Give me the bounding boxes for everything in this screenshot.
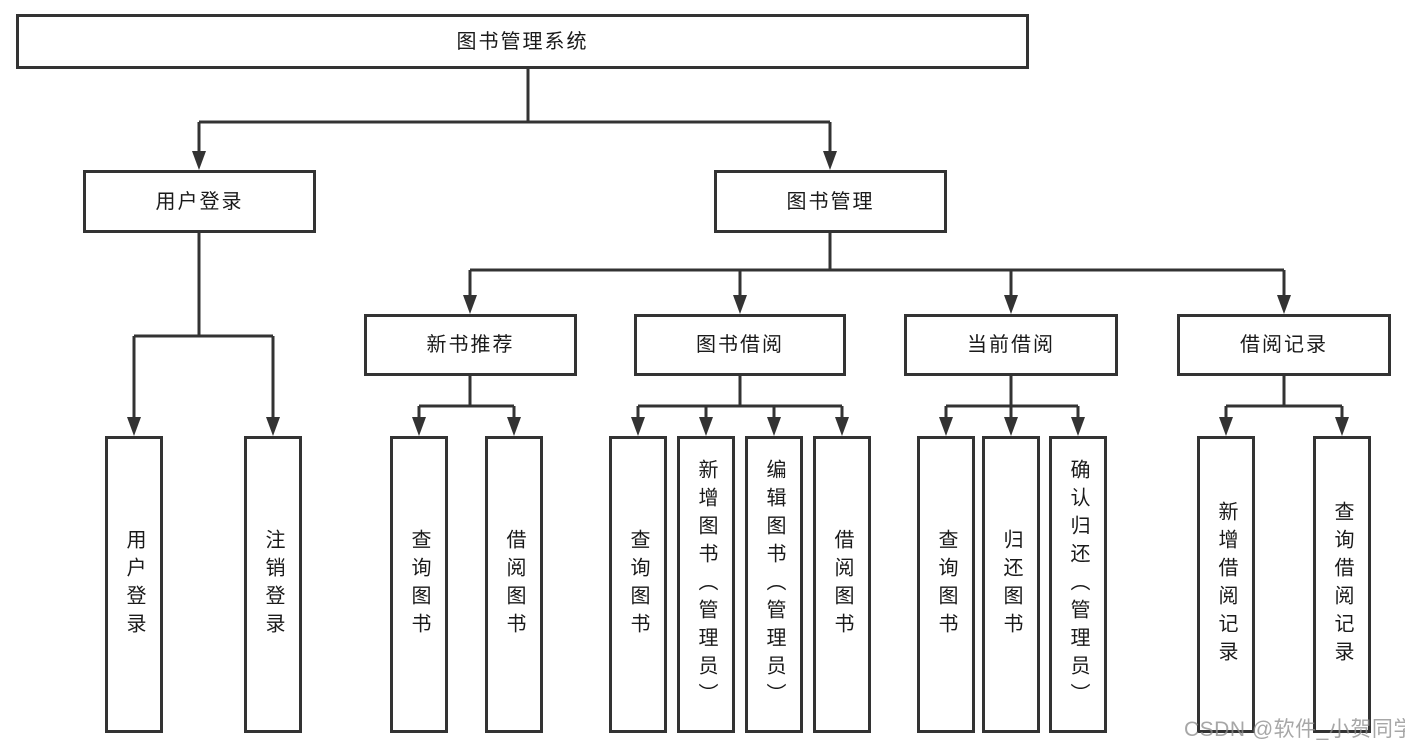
leaf-edit-books-admin: 编辑图书（管理员）	[745, 436, 803, 733]
node-current-borrow: 当前借阅	[904, 314, 1118, 376]
node-borrow-records: 借阅记录	[1177, 314, 1391, 376]
leaf-confirm-return-admin: 确认归还（管理员）	[1049, 436, 1107, 733]
node-label: 编辑图书（管理员）	[763, 458, 785, 711]
node-label: 确认归还（管理员）	[1067, 458, 1089, 711]
leaf-add-books-admin: 新增图书（管理员）	[677, 436, 735, 733]
leaf-query-borrow-record: 查询借阅记录	[1313, 436, 1371, 733]
node-label: 图书借阅	[696, 334, 784, 356]
node-label: 图书管理系统	[456, 30, 589, 53]
node-label: 图书管理	[786, 190, 875, 213]
node-new-book-recommend: 新书推荐	[364, 314, 577, 376]
node-label: 当前借阅	[967, 334, 1055, 356]
leaf-query-books-current: 查询图书	[917, 436, 975, 733]
node-label: 新增借阅记录	[1215, 500, 1237, 669]
leaf-query-books-borrow: 查询图书	[609, 436, 667, 733]
node-label: 新书推荐	[426, 334, 515, 356]
leaf-query-books-recommend: 查询图书	[390, 436, 448, 733]
node-label: 查询图书	[408, 528, 430, 641]
node-book-management: 图书管理	[714, 170, 947, 233]
node-label: 用户登录	[155, 190, 244, 213]
leaf-return-books: 归还图书	[982, 436, 1040, 733]
node-label: 查询图书	[935, 528, 957, 641]
leaf-add-borrow-record: 新增借阅记录	[1197, 436, 1255, 733]
node-label: 借阅记录	[1240, 334, 1328, 356]
leaf-borrow-books: 借阅图书	[813, 436, 871, 733]
leaf-borrow-books-recommend: 借阅图书	[485, 436, 543, 733]
node-label: 归还图书	[1000, 528, 1022, 641]
node-label: 查询借阅记录	[1331, 500, 1353, 669]
node-book-borrow: 图书借阅	[634, 314, 846, 376]
node-label: 查询图书	[627, 528, 649, 641]
node-label: 新增图书（管理员）	[695, 458, 717, 711]
csdn-watermark: CSDN @软件_小贺同学	[1184, 718, 1405, 741]
node-label: 借阅图书	[503, 528, 525, 641]
node-root-system: 图书管理系统	[16, 14, 1029, 69]
node-user-login: 用户登录	[83, 170, 316, 233]
leaf-logout: 注销登录	[244, 436, 302, 733]
node-label: 用户登录	[123, 528, 145, 641]
node-label: 借阅图书	[831, 528, 853, 641]
leaf-user-login: 用户登录	[105, 436, 163, 733]
node-label: 注销登录	[262, 528, 284, 641]
